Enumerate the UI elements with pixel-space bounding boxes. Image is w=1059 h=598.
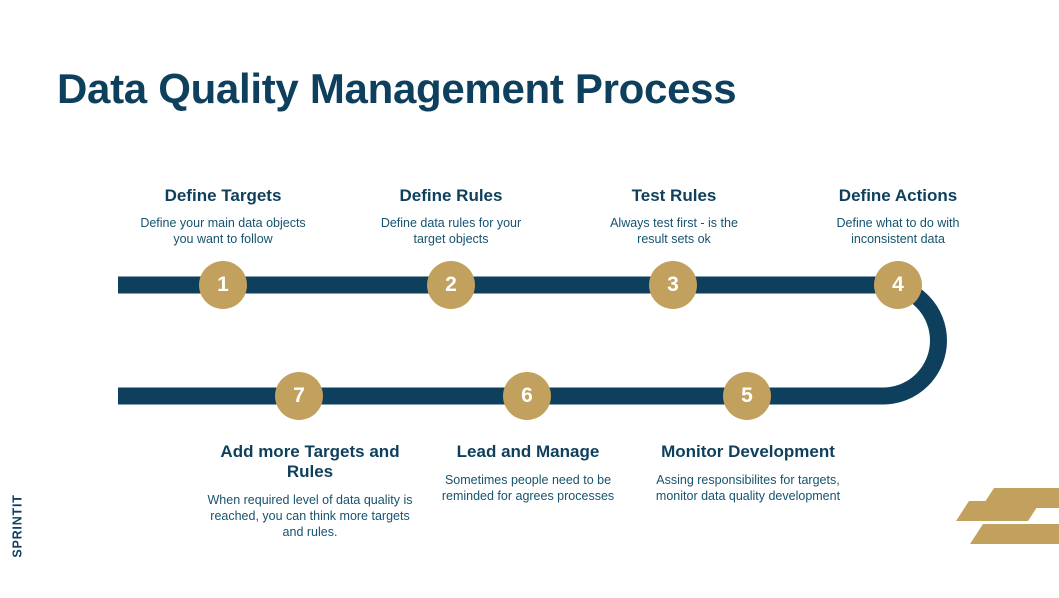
step-title-7: Add more Targets and Rules [220, 442, 400, 481]
step-node-6[interactable]: 6 [503, 372, 551, 420]
step-description-6: Sometimes people need to be reminded for… [441, 473, 615, 503]
step-block-1: Define Targets Define your main data obj… [133, 186, 313, 247]
step-block-7: Add more Targets and Rules When required… [200, 442, 420, 540]
step-node-3[interactable]: 3 [649, 261, 697, 309]
step-block-6: Lead and Manage Sometimes people need to… [440, 442, 616, 504]
step-description-4: Define what to do with inconsistent data [836, 216, 960, 246]
step-number-6: 6 [521, 384, 533, 407]
step-title-2: Define Rules [399, 186, 503, 205]
step-number-2: 2 [445, 273, 457, 296]
logo-stripe-middle [956, 501, 1041, 521]
page-title: Data Quality Management Process [57, 65, 737, 112]
step-node-1[interactable]: 1 [199, 261, 247, 309]
step-title-5: Monitor Development [661, 442, 835, 461]
step-node-2[interactable]: 2 [427, 261, 475, 309]
step-block-4: Define Actions Define what to do with in… [808, 186, 988, 247]
step-description-7: When required level of data quality is r… [207, 493, 413, 539]
step-number-3: 3 [667, 273, 679, 296]
brand-logo-icon [956, 488, 1059, 544]
brand-wordmark: SPRINTIT [0, 466, 36, 586]
step-title-4: Define Actions [838, 186, 958, 205]
brand-logo-mark [955, 476, 1059, 546]
step-title-1: Define Targets [164, 186, 282, 205]
step-block-2: Define Rules Define data rules for your … [366, 186, 536, 247]
step-description-5: Assing responsibilites for targets, moni… [655, 473, 841, 503]
step-title-6: Lead and Manage [456, 442, 600, 461]
step-number-5: 5 [741, 384, 753, 407]
step-title-3: Test Rules [631, 186, 717, 205]
step-number-1: 1 [217, 273, 229, 296]
step-node-7[interactable]: 7 [275, 372, 323, 420]
step-number-4: 4 [892, 273, 904, 296]
step-block-5: Monitor Development Assing responsibilit… [648, 442, 848, 504]
step-node-4[interactable]: 4 [874, 261, 922, 309]
step-number-7: 7 [293, 384, 305, 407]
step-description-3: Always test first - is the result sets o… [610, 216, 738, 246]
logo-stripe-bottom [970, 524, 1059, 544]
step-node-5[interactable]: 5 [723, 372, 771, 420]
step-block-3: Test Rules Always test first - is the re… [594, 186, 754, 247]
step-description-1: Define your main data objects you want t… [140, 216, 306, 246]
step-description-2: Define data rules for your target object… [380, 216, 522, 246]
brand-wordmark-text: SPRINTIT [11, 494, 26, 558]
